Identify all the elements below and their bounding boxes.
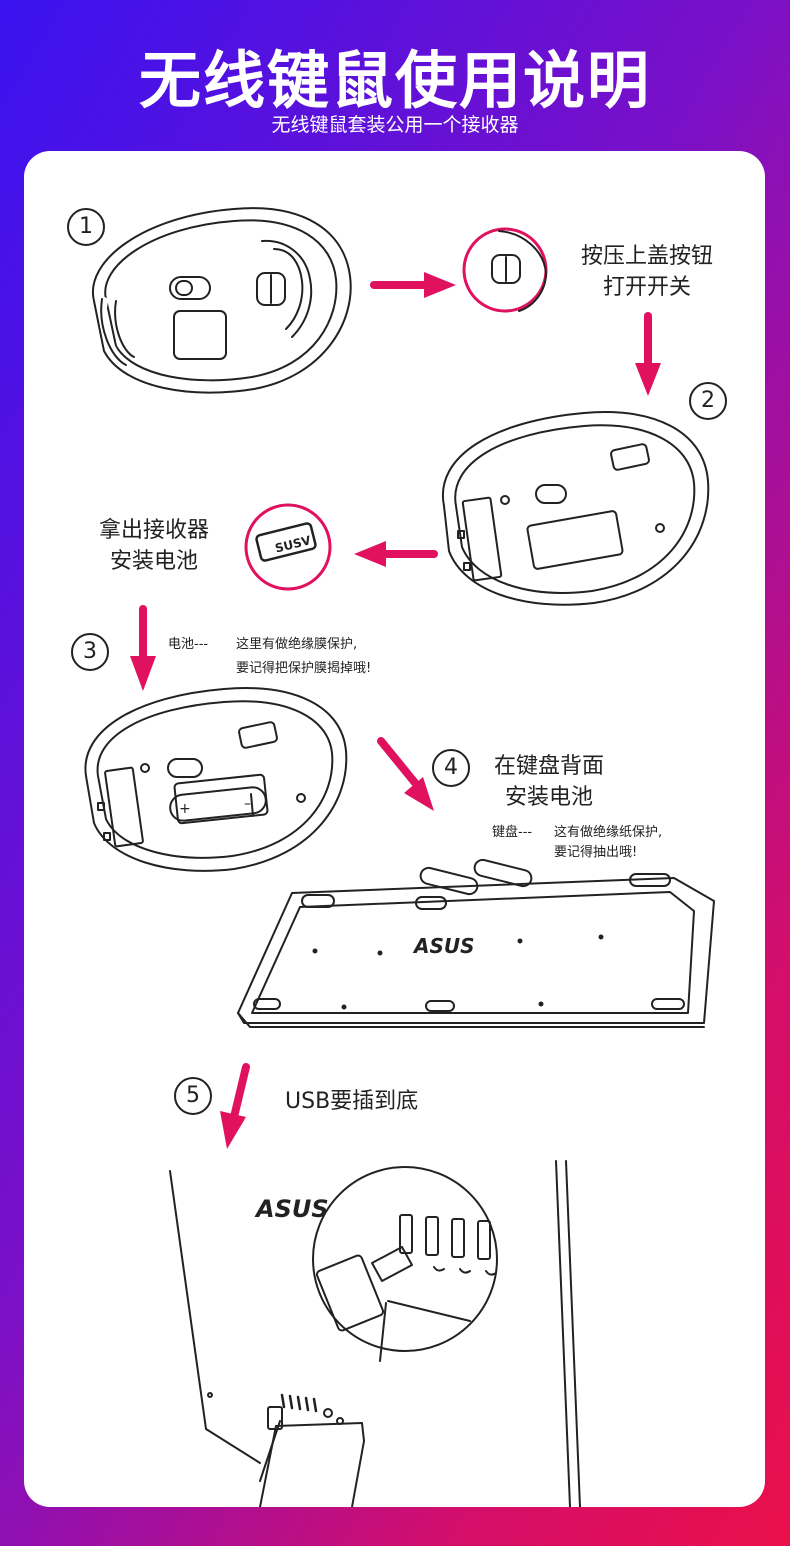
step-4-note: 这有做绝缘纸保护, 要记得抽出哦! xyxy=(554,823,662,863)
step-3-note-line-2: 要记得把保护膜揭掉哦! xyxy=(236,661,372,676)
page-subtitle: 无线键鼠套装公用一个接收器 xyxy=(271,114,519,136)
arrow-icon xyxy=(370,272,456,298)
step-3-note-prefix: 电池--- xyxy=(168,637,209,652)
step-1-number: 1 xyxy=(67,208,105,246)
instruction-card: SUSV + – xyxy=(24,151,765,1507)
step-4-label-line-2: 安装电池 xyxy=(504,785,593,810)
mouse-bottom-icon xyxy=(91,207,352,394)
page-title: 无线键鼠使用说明 xyxy=(138,44,651,117)
step-1-label-line-1: 按压上盖按钮 xyxy=(580,244,713,269)
illustrations: SUSV + – xyxy=(84,207,715,1507)
step-1-label: 按压上盖按钮 打开开关 xyxy=(562,241,732,303)
step-4-number: 4 xyxy=(432,749,470,787)
step-2-number: 2 xyxy=(689,382,727,420)
step-3-number: 3 xyxy=(71,633,109,671)
svg-text:ASUS: ASUS xyxy=(254,1195,329,1223)
receiver-zoom-icon: SUSV xyxy=(244,503,332,591)
mouse-battery-icon xyxy=(441,411,710,606)
step-4-note-line-2: 要记得抽出哦! xyxy=(554,845,638,860)
step-5-number: 5 xyxy=(174,1077,212,1115)
arrow-icon xyxy=(354,541,438,567)
svg-text:SUSV: SUSV xyxy=(274,533,313,556)
step-3-note: 这里有做绝缘膜保护, 要记得把保护膜揭掉哦! xyxy=(236,635,371,679)
svg-text:–: – xyxy=(244,796,251,812)
step-4-note-line-1: 这有做绝缘纸保护, xyxy=(554,825,663,840)
step-2-label-line-1: 拿出接收器 xyxy=(98,518,209,543)
step-4-label: 在键盘背面 安装电池 xyxy=(479,751,619,813)
svg-text:ASUS: ASUS xyxy=(412,934,475,958)
mouse-battery-icon: + – xyxy=(84,687,348,872)
step-3-note-line-1: 这里有做绝缘膜保护, xyxy=(236,637,358,652)
step-4-note-prefix: 键盘--- xyxy=(492,825,533,840)
svg-text:+: + xyxy=(179,801,191,817)
step-5-label: USB要插到底 xyxy=(285,1089,419,1114)
arrow-icon xyxy=(220,1063,250,1149)
step-2-label: 拿出接收器 安装电池 xyxy=(69,515,239,577)
keyboard-back-icon: ASUS xyxy=(237,858,715,1028)
pc-usb-port-icon: ASUS xyxy=(169,1160,581,1507)
arrow-icon xyxy=(635,312,661,396)
arrow-icon xyxy=(130,605,156,691)
arrow-icon xyxy=(377,737,434,811)
switch-zoom-icon xyxy=(462,227,548,313)
step-2-label-line-2: 安装电池 xyxy=(109,549,198,574)
step-1-label-line-2: 打开开关 xyxy=(602,275,691,300)
step-4-label-line-1: 在键盘背面 xyxy=(493,754,604,779)
